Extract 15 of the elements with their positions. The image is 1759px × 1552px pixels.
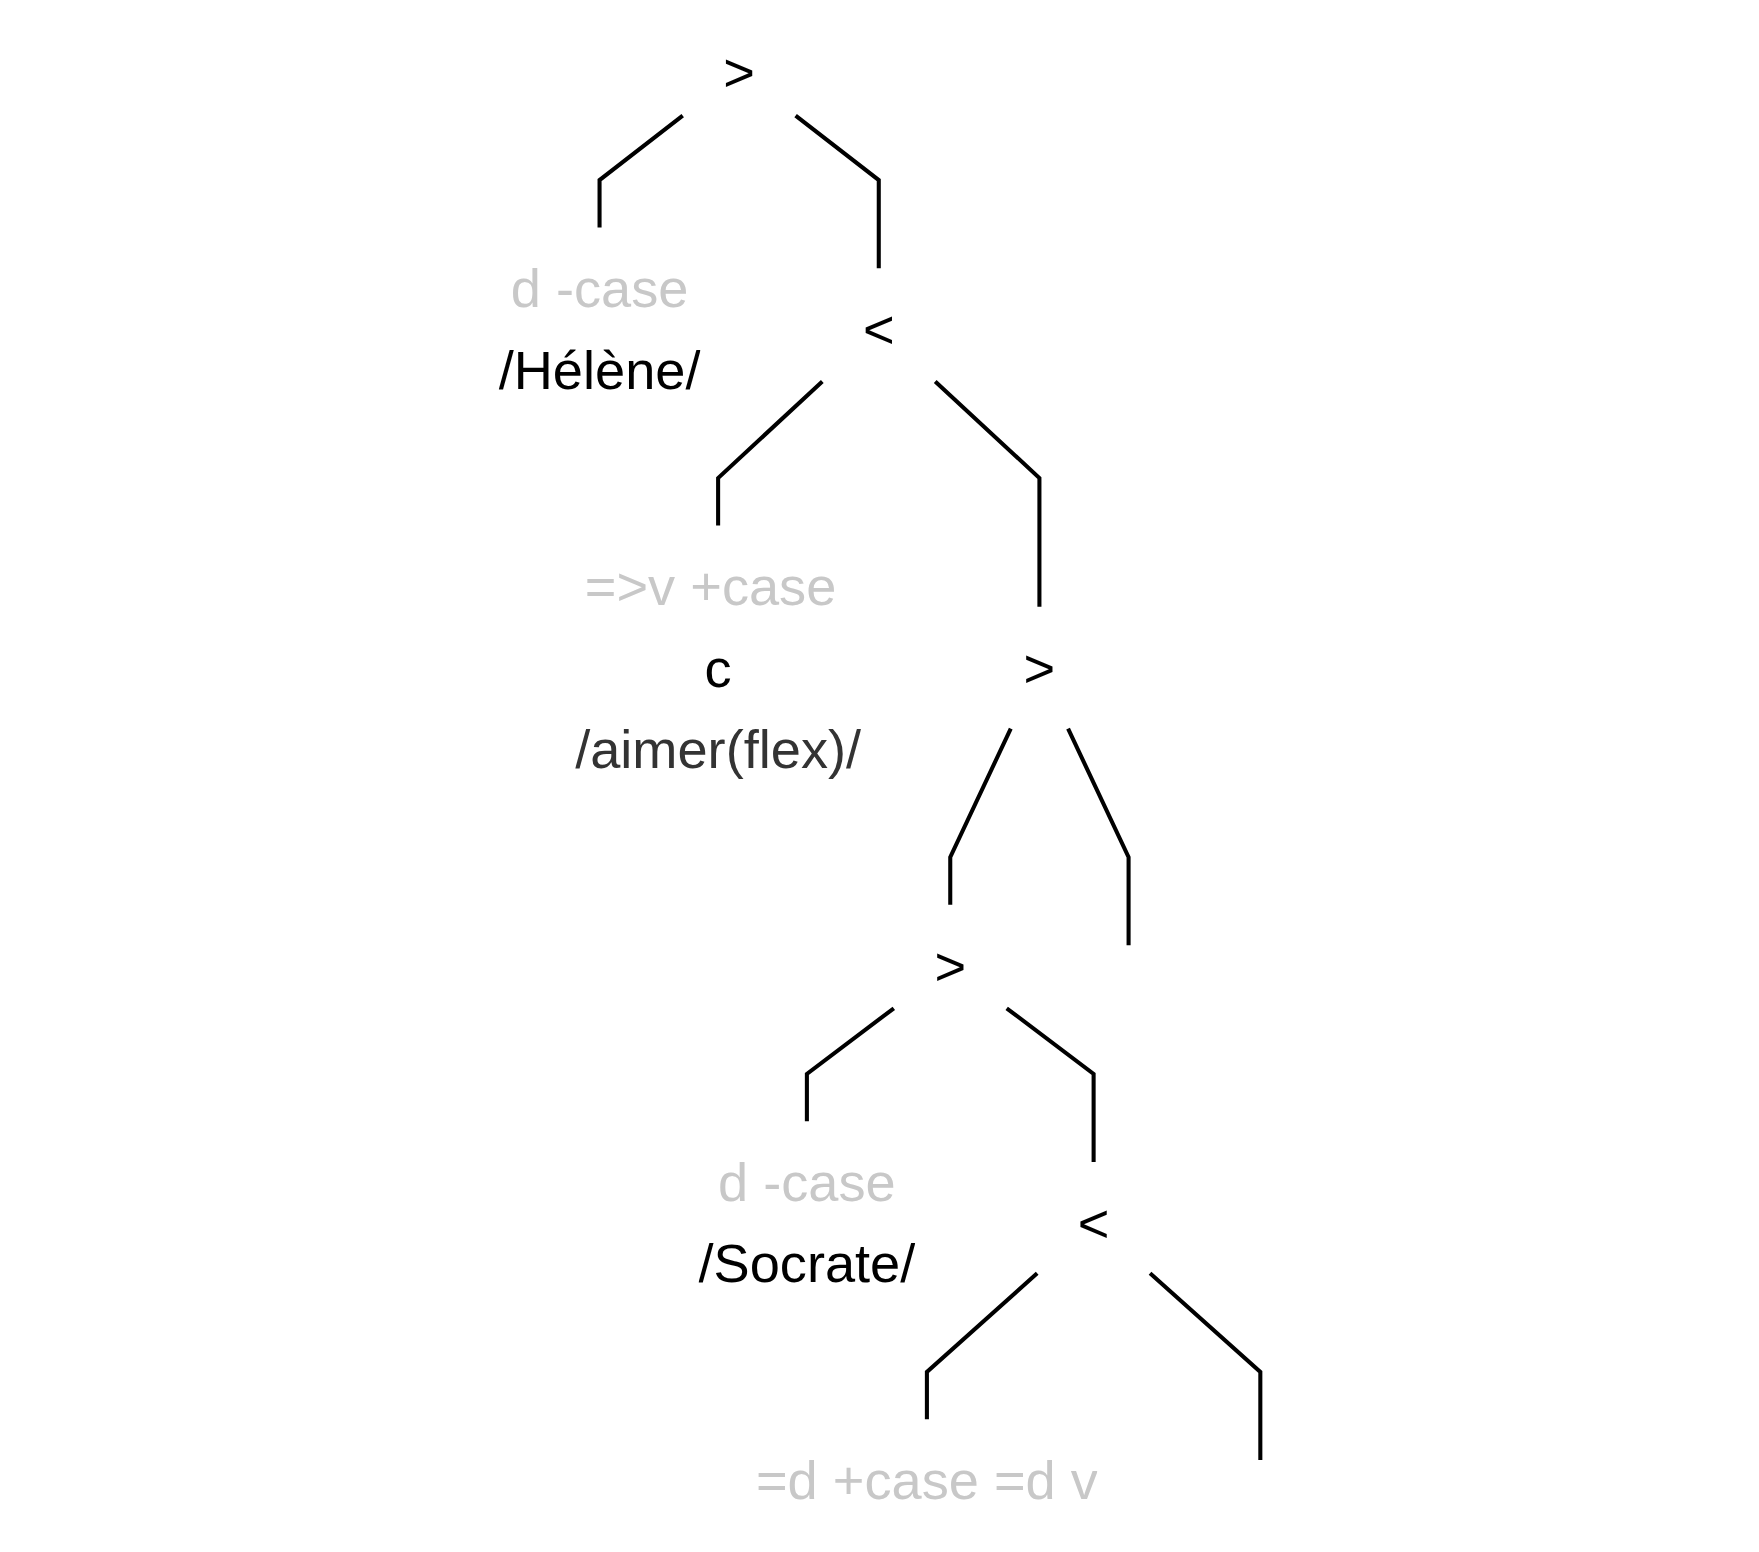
tree-branch bbox=[933, 379, 1042, 607]
tree-branch bbox=[1066, 727, 1131, 946]
tree-branch bbox=[948, 727, 1013, 905]
tree-node-label: < bbox=[1077, 1193, 1110, 1253]
tree-branch bbox=[794, 113, 881, 269]
tree-branch bbox=[804, 1006, 896, 1122]
tree-branch bbox=[716, 379, 824, 526]
tree-branch bbox=[924, 1271, 1039, 1420]
tree-branch bbox=[1148, 1271, 1263, 1460]
tree-node-label: > bbox=[934, 935, 967, 996]
tree-node-label: > bbox=[723, 42, 755, 102]
tree-node-label: > bbox=[1023, 637, 1056, 698]
tree-branch bbox=[1005, 1006, 1096, 1162]
tree-node-label: < bbox=[862, 299, 895, 359]
tree-branch bbox=[597, 113, 684, 228]
